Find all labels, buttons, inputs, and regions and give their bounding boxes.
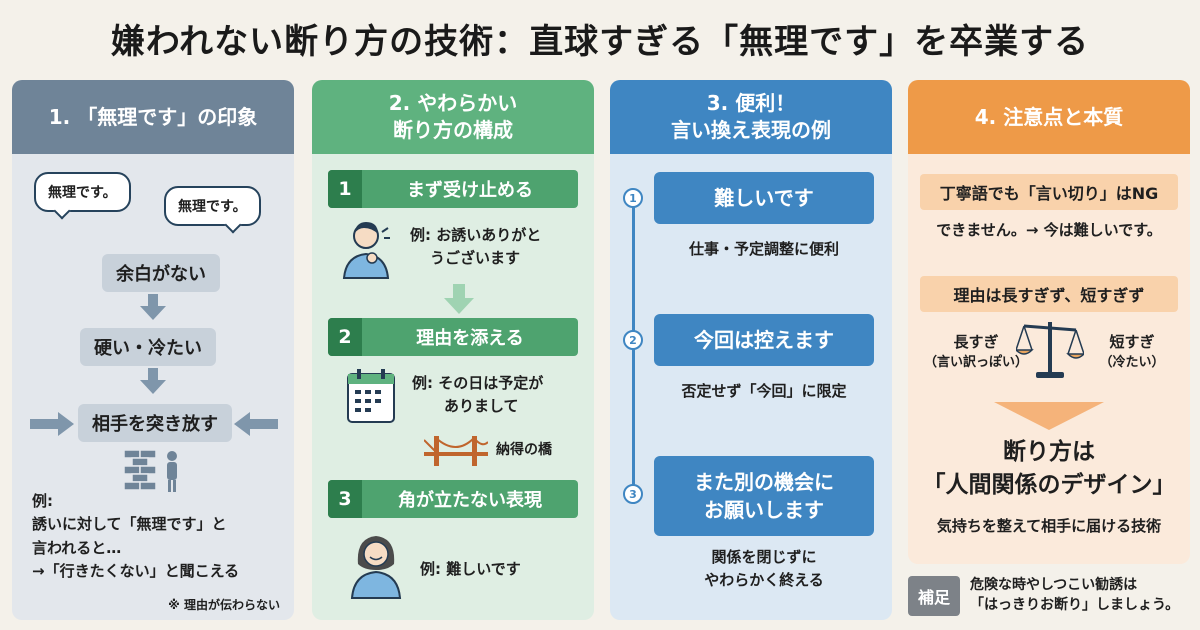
note-line: やわらかく終える [704,571,824,590]
panel-structure-heading: 2. やわらかい 断り方の構成 [312,80,594,154]
timeline-dot: 3 [623,484,643,504]
panel-structure: 2. やわらかい 断り方の構成 1 まず受け止める 例: お誘いありがと うござ… [312,80,594,620]
example-line: →「行きたくない」と聞こえる [32,561,240,580]
bubble-tail [53,202,71,220]
heading-line: 2. やわらかい [388,91,518,115]
supplement-text: 危険な時やしつこい勧誘は 「はっきりお断り」しましょう。 [970,576,1179,615]
conclusion-sub: 気持ちを整えて相手に届ける技術 [936,517,1162,535]
step-label: まず受け止める [407,180,533,201]
impression-example: 例: 誘いに対して「無理です」と 言われると… →「行きたくない」と聞こえる [32,490,239,583]
step-number: 1 [328,170,362,208]
phrase-line: お願いします [704,498,824,522]
example-line: 例: [32,492,53,510]
example-line: うございます [430,248,521,267]
impression-chip: 相手を突き放す [78,404,232,442]
down-arrow-icon [140,294,166,320]
phrase-card: また別の機会に お願いします [654,456,874,536]
caution-bar: 丁寧語でも「言い切り」はNG [920,174,1178,210]
right-arrow-icon [30,412,74,436]
phrase-note: 仕事・予定調整に便利 [688,240,839,258]
bubble-tail [224,216,242,234]
speech-bubble: 無理です。 [34,172,131,220]
step-example: 例: 難しいです [420,558,521,581]
caution-bar: 理由は長すぎず、短すぎず [920,276,1178,312]
note-line: 関係を閉じずに [711,548,817,566]
phrase-card: 今回は控えます [654,314,874,366]
supplement-line: 危険な時やしつこい勧誘は [970,577,1138,594]
calendar-icon [347,369,395,423]
conclusion: 断り方は 「人間関係のデザイン」 [908,436,1190,503]
bridge-icon [424,436,488,466]
example-line: 例: その日は予定が [412,374,544,392]
heading-line: 言い換え表現の例 [671,118,831,142]
panel-caution-heading: 4. 注意点と本質 [908,80,1190,154]
label-sub: （冷たい） [1099,354,1165,370]
page-title: 嫌われない断り方の技術：直球すぎる「無理です」を卒業する [110,22,1090,62]
supplement-badge: 補足 [908,576,960,616]
timeline-dot: 2 [623,330,643,350]
thinking-person-icon [342,222,390,279]
caution-text: できません。→ 今は難しいです。 [936,221,1162,239]
left-arrow-icon [234,412,278,436]
speech-bubble: 無理です。 [164,186,261,234]
balance-scale-icon [1016,322,1084,378]
step-example: 例: お誘いありがと うございます [410,224,541,269]
panel-phrases: 3. 便利！ 言い換え表現の例 1 難しいです 仕事・予定調整に便利 2 今回は… [610,80,892,620]
impression-chip: 硬い・冷たい [80,328,216,366]
panel-caution: 4. 注意点と本質 丁寧語でも「言い切り」はNG できません。→ 今は難しいです… [908,80,1190,564]
step-2: 2 理由を添える [328,318,578,356]
example-line: 言われると… [32,538,122,557]
example-line: ありまして [444,396,519,415]
example-line: 誘いに対して「無理です」と [32,515,227,534]
step-label: 理由を添える [416,328,524,349]
wall-person-icon [123,449,177,492]
step-label: 角が立たない表現 [398,490,542,511]
down-arrow-icon [444,284,474,314]
down-arrow-icon [140,368,166,394]
short-label: 短すぎ （冷たい） [1086,332,1178,373]
example-line: 例: 難しいです [420,560,521,578]
step-example: 例: その日は予定が ありまして [412,372,543,417]
panel-impression-heading: 1. 「無理です」の印象 [12,80,294,154]
smiling-woman-icon [350,536,402,599]
heading-line: 断り方の構成 [392,118,513,142]
phrase-line: また別の機会に [694,470,834,494]
impression-note: ※ 理由が伝わらない [168,598,280,612]
supplement-line: 「はっきりお断り」しましょう。 [970,597,1180,613]
bridge-label: 納得の橋 [496,442,552,458]
step-1: 1 まず受け止める [328,170,578,208]
supplement: 補足 危険な時やしつこい勧誘は 「はっきりお断り」しましょう。 [908,572,1190,620]
phrase-note: 否定せず「今回」に限定 [681,382,847,400]
heading-line: 3. 便利！ [706,91,796,115]
down-triangle-icon [994,402,1104,430]
panel-phrases-heading: 3. 便利！ 言い換え表現の例 [610,80,892,154]
panel-impression: 1. 「無理です」の印象 無理です。 無理です。 余白がない 硬い・冷たい 相手… [12,80,294,620]
conclusion-line: 断り方は [1003,439,1095,465]
timeline-dot: 1 [623,188,643,208]
speech-bubble-text: 無理です。 [178,199,247,215]
impression-chip: 余白がない [102,254,220,292]
speech-bubble-text: 無理です。 [48,185,117,201]
step-3: 3 角が立たない表現 [328,480,578,518]
label-line: 短すぎ [1109,333,1155,351]
label-sub: （言い訳っぽい） [923,354,1028,370]
long-label: 長すぎ （言い訳っぽい） [922,332,1030,373]
phrase-card: 難しいです [654,172,874,224]
phrase-note: 関係を閉じずに やわらかく終える [654,546,874,593]
conclusion-line: 「人間関係のデザイン」 [922,472,1176,499]
step-number: 3 [328,480,362,518]
step-number: 2 [328,318,362,356]
label-line: 長すぎ [953,333,999,351]
example-line: 例: お誘いありがと [410,226,542,244]
